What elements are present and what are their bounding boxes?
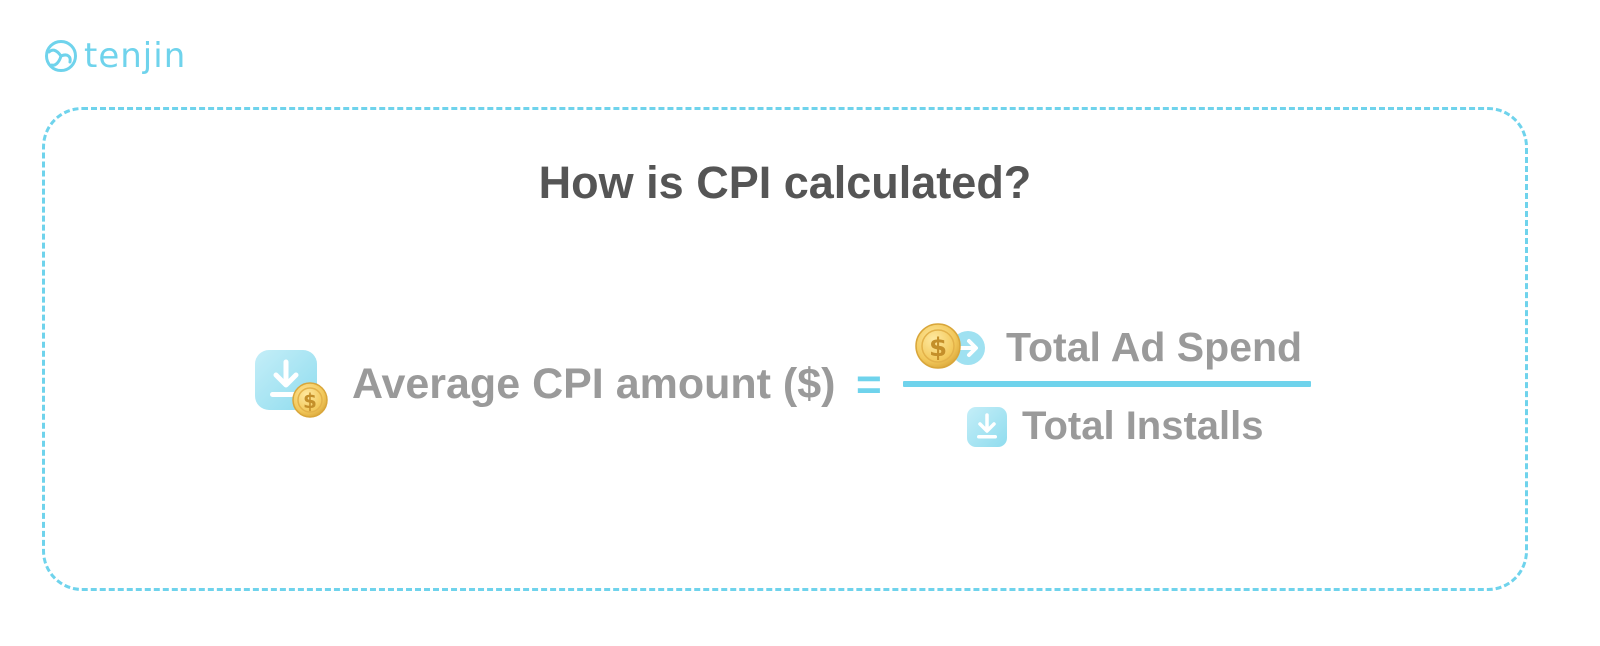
denominator-label: Total Installs xyxy=(1022,404,1264,448)
diagram-frame xyxy=(42,107,1528,591)
svg-text:$: $ xyxy=(303,389,317,413)
diagram-title: How is CPI calculated? xyxy=(538,157,1032,208)
tenjin-logo-icon xyxy=(45,40,77,72)
fraction-bar xyxy=(903,381,1311,387)
formula-denominator: Total Installs xyxy=(966,404,1264,449)
coin-with-arrow-icon: $ xyxy=(915,323,985,369)
download-icon xyxy=(967,406,1007,447)
equals-sign: = xyxy=(856,360,882,409)
formula-lhs: $ Average CPI amount ($) xyxy=(254,348,835,420)
lhs-label: Average CPI amount ($) xyxy=(352,359,836,408)
download-with-coin-icon: $ xyxy=(255,350,328,418)
logo-wordmark: tenjin xyxy=(84,36,187,76)
numerator-label: Total Ad Spend xyxy=(1006,323,1303,370)
svg-text:$: $ xyxy=(929,333,947,363)
formula-numerator: $ Total Ad Spend xyxy=(914,322,1302,372)
tenjin-logo: tenjin xyxy=(44,36,186,76)
